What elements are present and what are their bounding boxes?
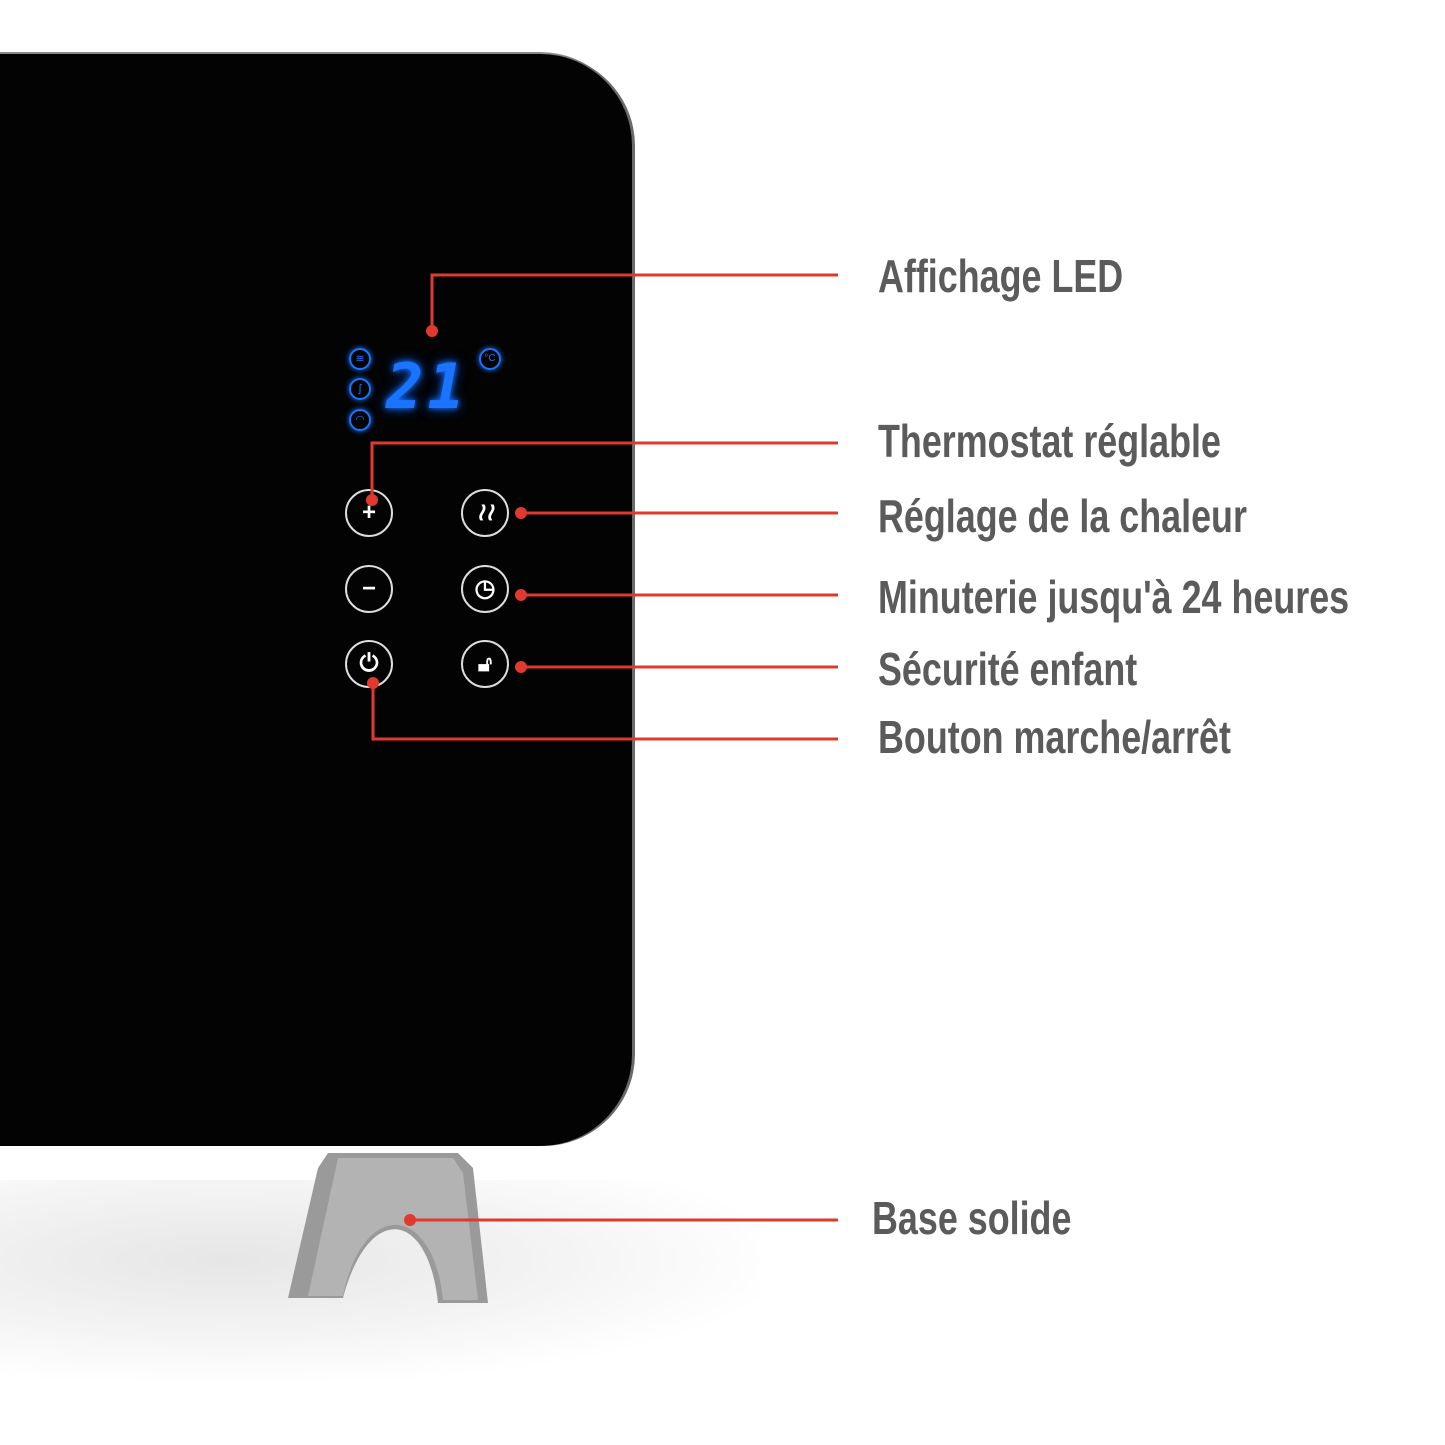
heat-mode-indicator-icon: ≋ [349, 348, 371, 370]
callout-child-lock: Sécurité enfant [878, 643, 1138, 695]
callout-led-display: Affichage LED [878, 250, 1124, 302]
timer-button[interactable]: ◷ [461, 565, 509, 613]
celsius-indicator: °C [479, 348, 501, 370]
wifi-indicator-icon: ◠ [349, 409, 371, 431]
callout-base: Base solide [872, 1192, 1072, 1244]
child-lock-button[interactable]: 🔓︎ [461, 640, 509, 688]
low-heat-indicator-icon: ∫ [349, 378, 371, 400]
callout-timer: Minuterie jusqu'à 24 heures [878, 571, 1350, 623]
callout-power-button: Bouton marche/arrêt [878, 711, 1231, 763]
heat-setting-button[interactable]: ≀≀ [461, 489, 509, 537]
callout-heat-setting: Réglage de la chaleur [878, 490, 1247, 542]
heater-foot [288, 1153, 488, 1303]
callout-thermostat: Thermostat réglable [878, 415, 1221, 467]
temperature-down-button[interactable]: − [345, 565, 393, 613]
led-temperature: 21 [386, 350, 469, 423]
heater-glass-panel [0, 54, 632, 1146]
